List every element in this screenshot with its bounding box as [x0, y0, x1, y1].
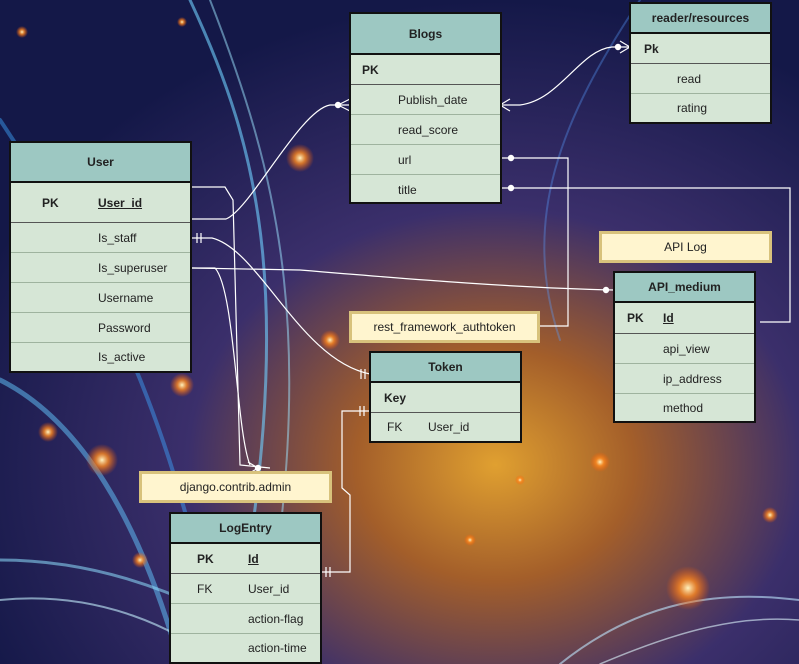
- blogs-field-row: Publish_date: [351, 85, 500, 115]
- user-pk-row: PK User_id: [11, 183, 190, 223]
- connector-user-blogs: [192, 104, 350, 220]
- reader-field-row: read: [631, 64, 770, 94]
- field-key: Key: [384, 390, 407, 405]
- api-field-row: ip_address: [615, 364, 754, 394]
- entity-reader-resources[interactable]: reader/resources Pk read rating: [629, 2, 772, 124]
- entity-api-medium[interactable]: API_medium PK Id api_view ip_address met…: [613, 271, 756, 423]
- user-field-row: Is_staff: [11, 223, 190, 253]
- api-pk-row: PK Id: [615, 303, 754, 334]
- user-field-row: Username: [11, 283, 190, 313]
- reader-field-row: rating: [631, 94, 770, 122]
- entity-reader-resources-title: reader/resources: [631, 4, 770, 34]
- field-id: Id: [663, 311, 674, 325]
- connector-user-api: [191, 267, 615, 291]
- token-key-row: Key: [371, 383, 520, 413]
- entity-logentry[interactable]: LogEntry PK Id FK User_id action-flag ac…: [169, 512, 322, 664]
- field-user-id: User_id: [428, 420, 470, 434]
- connector-blogs-reader: [500, 46, 630, 106]
- pk-label: PK: [197, 551, 214, 566]
- reader-pk-row: Pk: [631, 34, 770, 64]
- entity-blogs-title: Blogs: [351, 14, 500, 55]
- note-rest-framework-authtoken[interactable]: rest_framework_authtoken: [349, 311, 540, 343]
- field-is-active: Is_active: [98, 350, 146, 364]
- field-publish-date: Publish_date: [398, 92, 468, 107]
- logentry-pk-row: PK Id: [171, 544, 320, 574]
- pk-label: PK: [627, 311, 644, 325]
- field-title: title: [398, 182, 417, 197]
- field-action-time: action-time: [248, 641, 307, 655]
- field-read: read: [677, 71, 702, 86]
- blogs-field-row: title: [351, 175, 500, 204]
- token-fk-row: FK User_id: [371, 413, 520, 441]
- api-field-row: method: [615, 394, 754, 421]
- entity-api-medium-title: API_medium: [615, 273, 754, 303]
- entity-token[interactable]: Token Key FK User_id: [369, 351, 522, 443]
- note-api-log[interactable]: API Log: [599, 231, 772, 263]
- blogs-field-row: read_score: [351, 115, 500, 145]
- user-field-row: Password: [11, 313, 190, 343]
- blogs-field-row: url: [351, 145, 500, 175]
- connector-blogs-api: [500, 187, 791, 323]
- entity-token-title: Token: [371, 353, 520, 383]
- entity-user-title: User: [11, 143, 190, 183]
- logentry-field-row: action-time: [171, 634, 320, 662]
- connector-user-logentry: [192, 186, 271, 469]
- entity-user[interactable]: User PK User_id Is_staff Is_superuser Us…: [9, 141, 192, 373]
- pk-label: Pk: [644, 41, 659, 56]
- field-rating: rating: [677, 101, 708, 115]
- field-user-id: User_id: [98, 195, 143, 210]
- field-user-id: User_id: [248, 581, 290, 596]
- field-is-superuser: Is_superuser: [98, 260, 168, 275]
- pk-label: PK: [362, 62, 379, 77]
- field-api-view: api_view: [663, 341, 710, 356]
- logentry-fk-row: FK User_id: [171, 574, 320, 604]
- user-field-row: Is_active: [11, 343, 190, 371]
- note-django-contrib-admin[interactable]: django.contrib.admin: [139, 471, 332, 503]
- logentry-field-row: action-flag: [171, 604, 320, 634]
- user-field-row: Is_superuser: [11, 253, 190, 283]
- field-action-flag: action-flag: [248, 611, 304, 626]
- connector-token-logentry: [322, 410, 370, 573]
- field-method: method: [663, 400, 704, 415]
- field-id: Id: [248, 551, 259, 566]
- pk-label: PK: [42, 195, 59, 210]
- fk-label: FK: [197, 581, 213, 596]
- field-username: Username: [98, 290, 154, 305]
- connector-user-token: [192, 237, 371, 375]
- field-password: Password: [98, 320, 151, 335]
- field-read-score: read_score: [398, 122, 459, 137]
- field-url: url: [398, 152, 412, 167]
- field-ip-address: ip_address: [663, 371, 722, 386]
- entity-logentry-title: LogEntry: [171, 514, 320, 544]
- blogs-pk-row: PK: [351, 55, 500, 85]
- connector-blogs-url: [500, 157, 569, 327]
- field-is-staff: Is_staff: [98, 230, 137, 245]
- fk-label: FK: [387, 420, 403, 434]
- entity-blogs[interactable]: Blogs PK Publish_date read_score url tit…: [349, 12, 502, 204]
- api-field-row: api_view: [615, 334, 754, 364]
